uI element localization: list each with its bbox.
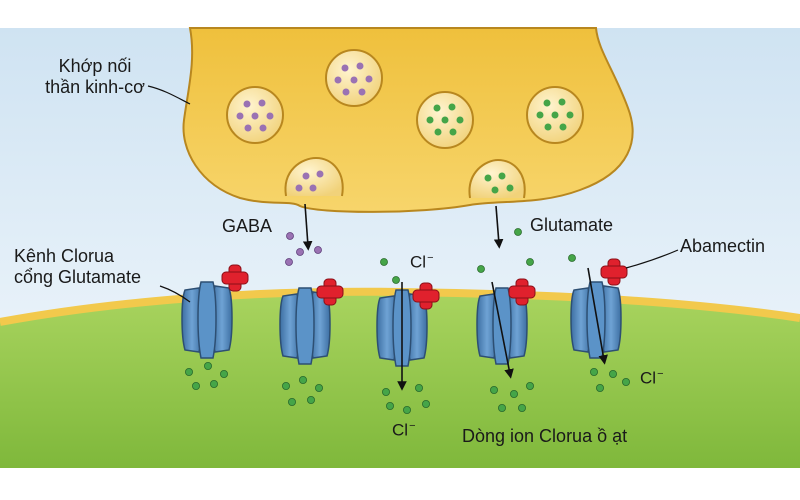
gaba-label: GABA xyxy=(222,216,273,236)
arrow-icon xyxy=(302,203,313,251)
chloride-label-top: Cl− xyxy=(410,252,434,272)
channel-label-line1: Kênh Clorua xyxy=(14,246,115,266)
glutamate-label: Glutamate xyxy=(530,215,614,235)
leader-line xyxy=(159,285,191,303)
chloride-channel-icon xyxy=(181,281,233,359)
chloride-ion-icon xyxy=(184,361,631,414)
glutamate-vesicle-icon xyxy=(526,86,584,144)
abamectin-label: Abamectin xyxy=(680,236,766,256)
chloride-charge: − xyxy=(427,252,434,264)
glutamate-vesicle-icon xyxy=(416,91,474,149)
arrow-icon xyxy=(493,205,504,249)
junction-label: Khớp nối thần kinh-cơ xyxy=(30,56,160,97)
gaba-vesicle-icon xyxy=(325,49,383,107)
gaba-vesicle-icon xyxy=(226,86,284,144)
chloride-channel-icon xyxy=(570,281,622,359)
chloride-charge: − xyxy=(409,420,416,432)
leader-line xyxy=(625,249,679,269)
chloride-charge: − xyxy=(657,368,664,380)
gaba-release-vesicle-icon xyxy=(284,156,344,197)
gaba-molecules xyxy=(285,232,322,266)
chloride-label-bottom: Cl− xyxy=(392,420,416,440)
chloride-symbol: Cl xyxy=(410,252,427,272)
leader-line xyxy=(147,85,191,105)
junction-label-line2: thần kinh-cơ xyxy=(45,76,145,97)
chloride-symbol: Cl xyxy=(392,420,409,440)
chloride-symbol: Cl xyxy=(640,368,657,388)
junction-label-line1: Khớp nối xyxy=(58,56,132,76)
arrow-icon xyxy=(587,267,608,365)
chloride-flow-label: Dòng ion Clorua ồ ạt xyxy=(462,426,628,446)
arrow-icon xyxy=(491,281,514,379)
glutamate-release-vesicle-icon xyxy=(468,158,526,199)
chloride-channel-icon xyxy=(279,287,331,365)
channel-label: Kênh Clorua cổng Glutamate xyxy=(14,246,141,287)
channel-label-line2: cổng Glutamate xyxy=(14,266,142,287)
glutamate-molecules xyxy=(380,228,576,284)
chloride-label-right: Cl− xyxy=(640,368,664,388)
